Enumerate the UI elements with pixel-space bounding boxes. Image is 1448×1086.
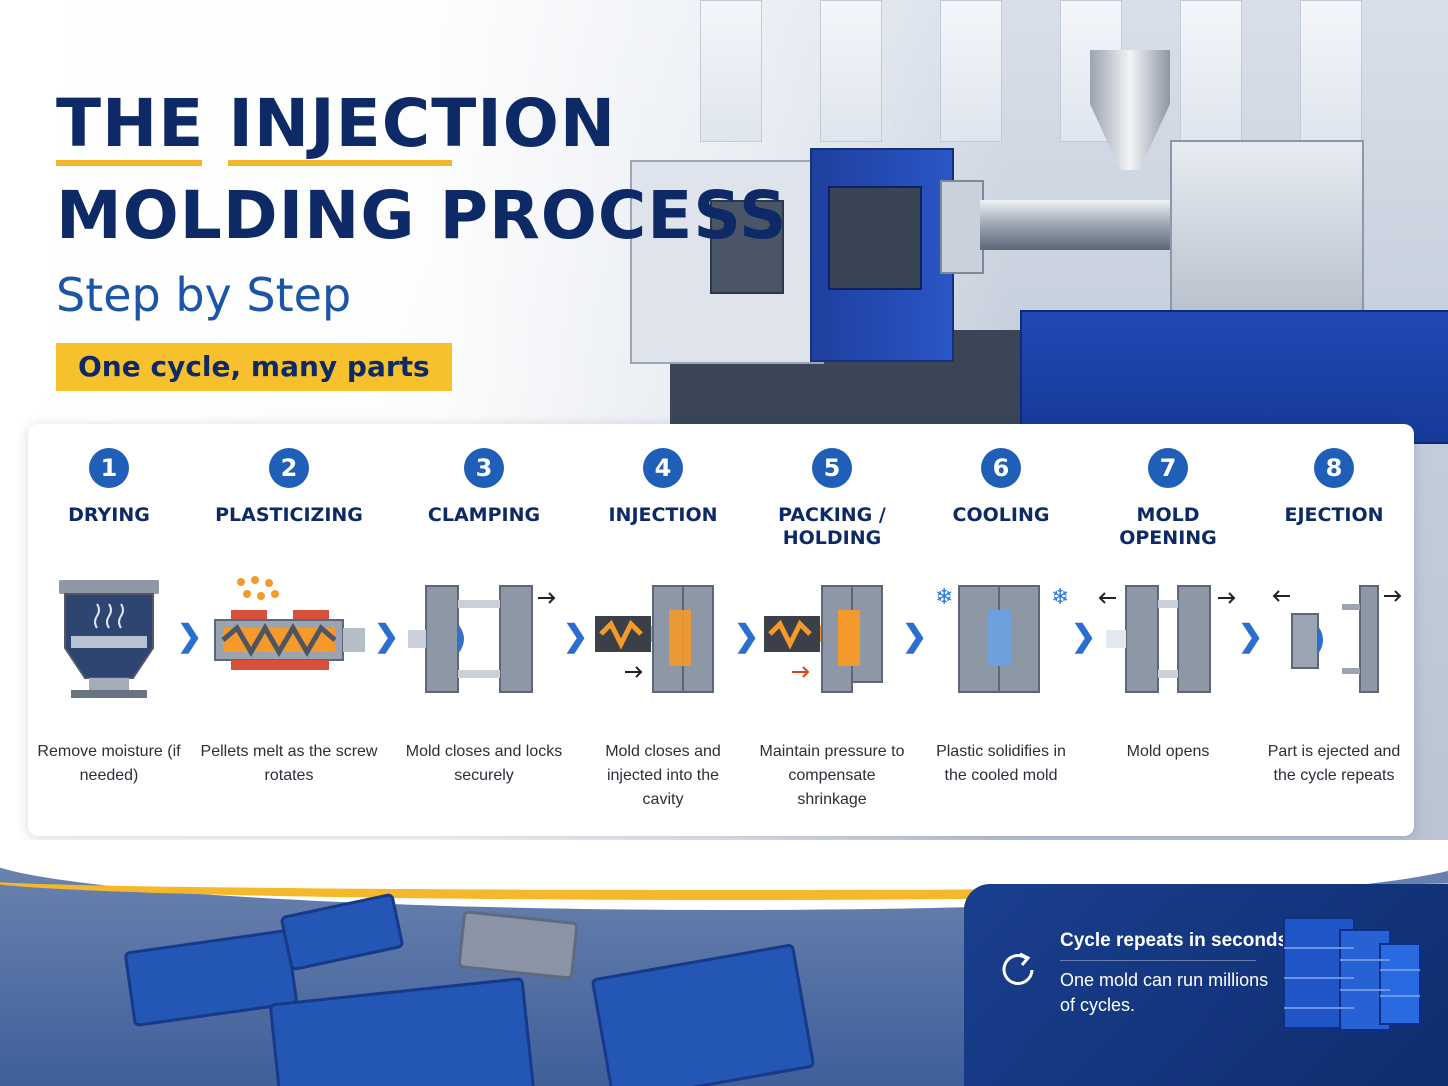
- step-ejection: 8 EJECTION Part is ejected and the cycle…: [1254, 424, 1414, 836]
- step-name: COOLING: [952, 504, 1050, 526]
- title-line-1: THE INJECTION: [56, 85, 617, 162]
- step-name: DRYING: [68, 504, 150, 526]
- step-plasticizing: 2 PLASTICIZING Pellets melt as the screw…: [193, 424, 385, 836]
- mold-opening-icon: [1098, 585, 1236, 693]
- step-name: PACKING / HOLDING: [778, 504, 886, 549]
- step-number: 1: [89, 448, 129, 488]
- step-description: Mold closes and locks securely: [405, 743, 563, 784]
- step-number: 8: [1314, 448, 1354, 488]
- process-steps-panel: 1 DRYING Remove moisture (if needed) ❯ 2…: [28, 424, 1414, 836]
- packing-mold-icon: [764, 585, 883, 693]
- step-number: 4: [643, 448, 683, 488]
- step-name: PLASTICIZING: [215, 504, 363, 526]
- info-text: One mold can run millions of cycles.: [1060, 970, 1269, 1015]
- step-description: Remove moisture (if needed): [37, 743, 181, 784]
- tagline-badge: One cycle, many parts: [56, 343, 452, 391]
- page-subtitle: Step by Step: [56, 268, 352, 322]
- step-description: Plastic solidifies in the cooled mold: [936, 743, 1066, 784]
- step-name: CLAMPING: [427, 504, 541, 526]
- chevron-right-icon: ❯: [1071, 620, 1097, 653]
- step-number: 6: [981, 448, 1021, 488]
- stacked-crates-image: [1283, 917, 1421, 1031]
- step-mold-opening: 7 MOLD OPENING Mold opens: [1086, 424, 1250, 836]
- snowflake-icon: ❄: [935, 585, 953, 610]
- step-packing-holding: 5 PACKING / HOLDING Maintain pressure to…: [750, 424, 914, 836]
- step-description: Mold closes and injected into the cavity: [605, 743, 721, 808]
- step-name: MOLD OPENING: [1119, 504, 1217, 549]
- step-number: 2: [269, 448, 309, 488]
- injection-molding-machine-image: [610, 40, 1448, 444]
- injection-mold-icon: [595, 585, 714, 693]
- ejection-icon: [1272, 585, 1402, 693]
- screw-barrel-icon: [214, 576, 365, 670]
- hopper-dryer-icon: [59, 580, 159, 698]
- step-name: INJECTION: [608, 504, 718, 526]
- chevron-right-icon: ❯: [563, 620, 589, 653]
- cooling-mold-icon: ❄ ❄: [935, 585, 1069, 693]
- step-drying: 1 DRYING Remove moisture (if needed): [28, 424, 190, 836]
- info-title: Cycle repeats in seconds.: [1060, 930, 1294, 951]
- chevron-right-icon: ❯: [902, 620, 928, 653]
- step-injection: 4 INJECTION Mold closes and injected int…: [581, 424, 745, 836]
- step-description: Part is ejected and the cycle repeats: [1267, 743, 1401, 784]
- step-number: 7: [1148, 448, 1188, 488]
- step-cooling: 6 COOLING ❄ ❄ Plastic solidifies in the …: [919, 424, 1083, 836]
- chevron-right-icon: ❯: [177, 620, 203, 653]
- page-title: THE INJECTION MOLDING PROCESS: [56, 78, 788, 262]
- title-line-2: MOLDING PROCESS: [56, 177, 788, 254]
- step-number: 3: [464, 448, 504, 488]
- refresh-cycle-icon: [1002, 952, 1034, 985]
- step-description: Maintain pressure to compensate shrinkag…: [759, 743, 905, 808]
- chevron-right-icon: ❯: [374, 620, 400, 653]
- chevron-right-icon: ❯: [1238, 620, 1264, 653]
- mold-clamp-icon: [408, 585, 556, 693]
- step-description: Mold opens: [1126, 743, 1210, 760]
- step-number: 5: [812, 448, 852, 488]
- step-name: EJECTION: [1284, 504, 1384, 526]
- step-description: Pellets melt as the screw rotates: [200, 743, 378, 784]
- snowflake-icon: ❄: [1051, 585, 1069, 610]
- chevron-right-icon: ❯: [734, 620, 760, 653]
- step-clamping: 3 CLAMPING Mold closes and locks securel…: [390, 424, 578, 836]
- cycle-info-box: Cycle repeats in seconds. One mold can r…: [964, 884, 1448, 1086]
